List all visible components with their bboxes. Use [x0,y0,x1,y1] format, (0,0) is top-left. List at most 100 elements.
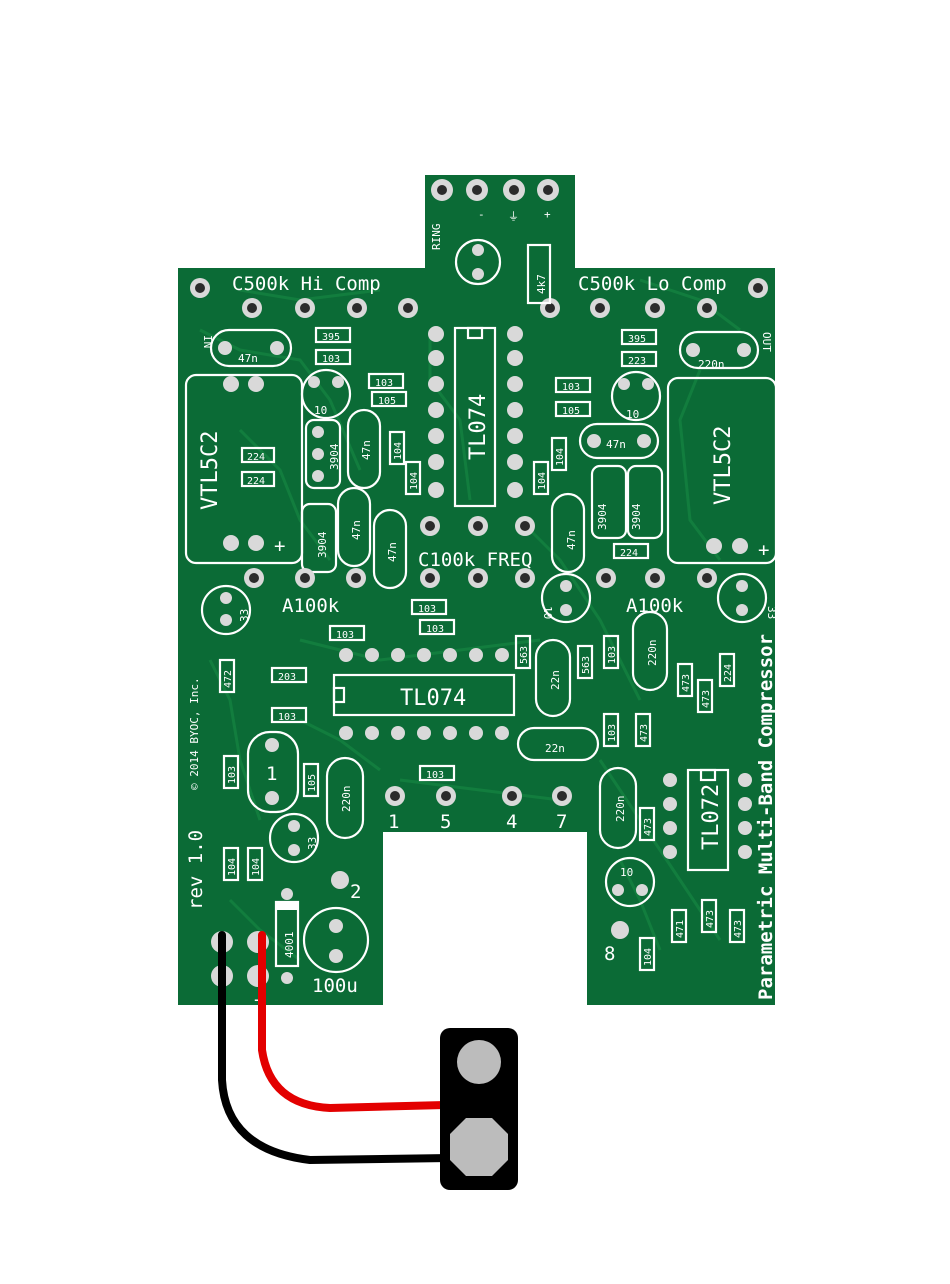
capacitor-220n-a: 220n [631,610,669,692]
svg-text:473: 473 [701,690,712,708]
svg-text:223: 223 [628,356,646,367]
capacitor-220n-top-right: 220n [678,330,760,371]
wire-black [218,931,454,1165]
svg-text:2: 2 [350,881,361,903]
svg-text:103: 103 [278,712,296,723]
svg-text:103: 103 [227,766,238,784]
svg-text:104: 104 [227,858,238,876]
electrolytic-1: 1 [246,730,300,814]
terminal-minus-label: - [478,208,485,221]
battery-clip [440,1028,518,1190]
revision-text: rev 1.0 [185,830,207,910]
svg-text:3904: 3904 [630,503,643,530]
svg-text:VTL5C2: VTL5C2 [198,431,223,510]
svg-text:103: 103 [322,354,340,365]
svg-text:105: 105 [378,396,396,407]
terminal-gnd-label: ⏚ [508,210,519,223]
svg-text:33: 33 [306,837,319,850]
vactrol-left: VTL5C2 + [184,373,304,565]
capacitor-47n-top-left: 47n [209,328,293,368]
electrolytic-33-right: 33 [716,572,778,624]
diode-4001: 4001 [274,888,300,984]
capacitor-47n-d: 47n [550,492,586,574]
svg-text:563: 563 [519,646,530,664]
svg-text:1: 1 [266,763,277,785]
svg-text:10: 10 [314,404,327,417]
svg-text:104: 104 [537,472,548,490]
svg-text:473: 473 [643,818,654,836]
svg-text:103: 103 [562,382,580,393]
svg-text:4: 4 [506,811,517,833]
svg-text:+: + [274,535,285,557]
svg-text:103: 103 [336,630,354,641]
svg-text:47n: 47n [386,542,399,562]
svg-text:8: 8 [604,943,615,965]
svg-text:563: 563 [581,656,592,674]
transistor-3904-d: 3904 [626,464,664,540]
jumper-pads: 1 5 4 7 2 8 [331,786,629,965]
lo-comp-pot-label: C500k Lo Comp [578,273,727,295]
svg-text:47n: 47n [360,440,373,460]
svg-text:47n: 47n [606,438,626,451]
svg-text:22n: 22n [549,670,562,690]
freq-pot-label: C100k FREQ [418,549,532,571]
capacitor-220n-b: 220n [325,756,365,840]
resistors-horizontal: 395 103 103 105 224 224 103 103 103 203 … [240,326,658,782]
hi-comp-pot: C500k Hi Comp IN [190,273,418,348]
a100k-left-label: A100k [282,595,340,617]
capacitor-47n-e: 47n [578,422,660,460]
electrolytic-10-right: 10 [610,370,662,422]
clip-snap-octagon [450,1118,508,1176]
svg-text:3904: 3904 [328,443,341,470]
svg-text:10: 10 [541,606,554,619]
svg-text:224: 224 [247,476,265,487]
transistor-3904-a: 3904 [304,418,342,490]
copyright-text: © 2014 BYOC, Inc. [188,677,201,790]
svg-text:4001: 4001 [283,932,296,959]
svg-text:22n: 22n [545,742,565,755]
capacitor-22n-a: 22n [534,638,572,718]
svg-text:473: 473 [681,674,692,692]
svg-text:47n: 47n [350,520,363,540]
svg-text:47n: 47n [238,352,258,365]
svg-text:4k7: 4k7 [535,274,548,294]
svg-text:33: 33 [238,609,251,622]
svg-text:103: 103 [426,770,444,781]
resistor-4k7: 4k7 [526,243,552,305]
output-label: OUT [760,332,773,352]
svg-text:105: 105 [307,774,318,792]
svg-text:471: 471 [675,920,686,938]
electrolytic-100u: 100u [302,906,370,997]
svg-text:224: 224 [723,664,734,682]
svg-text:+: + [758,539,769,561]
svg-text:104: 104 [643,948,654,966]
transistor-3904-b: 3904 [300,502,338,574]
electrolytic-top-center [454,238,502,286]
svg-text:104: 104 [555,448,566,466]
electrolytic-10-center: 10 [540,572,592,624]
svg-text:104: 104 [393,442,404,460]
svg-text:473: 473 [705,910,716,928]
electrolytic-10-left: 10 [300,368,352,420]
ring-label: RING [430,224,443,251]
svg-text:103: 103 [607,646,618,664]
svg-text:203: 203 [278,672,296,683]
resistors-vertical: 104 104 472 103 104 104 105 104 104 563 … [218,430,746,972]
svg-text:220n: 220n [614,796,627,823]
svg-text:473: 473 [733,920,744,938]
svg-text:TL074: TL074 [400,686,466,711]
svg-text:220n: 220n [698,358,725,371]
battery-wires [218,931,454,1165]
svg-text:224: 224 [247,452,265,463]
svg-text:104: 104 [409,472,420,490]
capacitor-22n-b: 22n [516,726,600,762]
electrolytic-10-bottom: 10 [604,856,656,908]
svg-text:395: 395 [628,334,646,345]
svg-text:105: 105 [562,406,580,417]
capacitor-47n-c: 47n [372,508,408,590]
svg-text:5: 5 [440,811,451,833]
svg-text:3904: 3904 [596,503,609,530]
svg-text:220n: 220n [340,786,353,813]
a100k-right-pot: A100k [596,568,717,617]
